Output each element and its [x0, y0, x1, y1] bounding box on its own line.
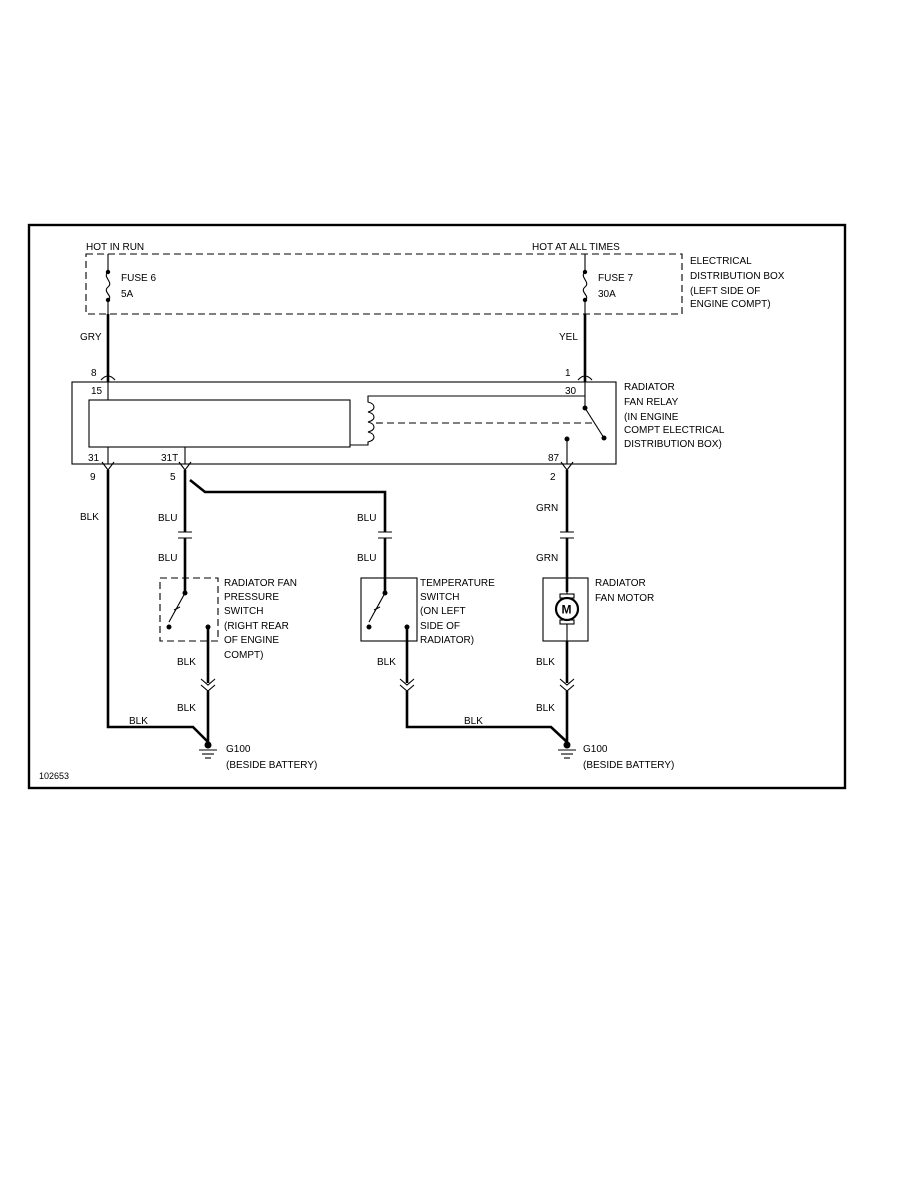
wire-blk-label-h: BLK [536, 703, 555, 714]
fuse7-symbol [582, 271, 588, 301]
relay-coil [350, 395, 585, 446]
relay-box [71, 381, 617, 465]
temperature-switch-label-5: RADIATOR) [420, 635, 474, 646]
relay-label-5: DISTRIBUTION BOX) [624, 439, 722, 450]
temperature-switch-box [360, 577, 418, 642]
pressure-switch-label-2: PRESSURE [224, 592, 279, 603]
ground-left [199, 741, 217, 759]
pressure-switch-label-5: OF ENGINE [224, 635, 279, 646]
fan-motor-box [542, 577, 589, 642]
relay-terminal-87: 87 [548, 453, 560, 464]
distribution-box-label-4: ENGINE COMPT) [690, 299, 771, 310]
pressure-switch-label-4: (RIGHT REAR [224, 621, 289, 632]
pressure-switch-box [159, 577, 219, 642]
distribution-box-label-1: ELECTRICAL [690, 256, 752, 267]
fuse6-rating: 5A [121, 289, 134, 300]
ground-right-name: G100 [583, 744, 608, 755]
temperature-switch-arm [368, 592, 386, 623]
wire-gry-label: GRY [80, 332, 102, 343]
pressure-switch-label-6: COMPT) [224, 650, 263, 661]
wire-blk-label-b: BLK [129, 716, 148, 727]
distribution-box-label-3: (LEFT SIDE OF [690, 286, 760, 297]
pin-1: 1 [565, 368, 571, 379]
ground-right [558, 741, 576, 759]
pressure-switch-label-1: RADIATOR FAN [224, 578, 297, 589]
diagram-id: 102653 [39, 771, 69, 781]
diagram-frame [27, 223, 847, 790]
fan-motor-m: M [562, 603, 572, 617]
ground-left-name: G100 [226, 744, 251, 755]
wire-blk-label-c: BLK [177, 657, 196, 668]
relay-terminal-15: 15 [91, 386, 103, 397]
wire-blk-label-g: BLK [536, 657, 555, 668]
wire-blu-label-2: BLU [158, 553, 177, 564]
hot-in-run-label: HOT IN RUN [86, 242, 144, 253]
temperature-switch-label-4: SIDE OF [420, 621, 460, 632]
wire-blk-label-e: BLK [377, 657, 396, 668]
wire-blu-label-3: BLU [357, 513, 376, 524]
wire-grn-label-2: GRN [536, 553, 558, 564]
fan-motor-label-2: FAN MOTOR [595, 593, 654, 604]
pin-8: 8 [91, 368, 97, 379]
relay-label-4: COMPT ELECTRICAL [624, 425, 725, 436]
fan-motor-label-1: RADIATOR [595, 578, 646, 589]
relay-terminal-31: 31 [88, 453, 100, 464]
relay-inner-box [88, 399, 351, 448]
wire-blk-left [106, 470, 209, 743]
relay-label-3: (IN ENGINE [624, 412, 679, 423]
wire-blk-label-f: BLK [464, 716, 483, 727]
fuse6-symbol [105, 271, 111, 301]
relay-label-2: FAN RELAY [624, 397, 679, 408]
fuse6-name: FUSE 6 [121, 273, 156, 284]
distribution-box-outline [85, 253, 683, 315]
temperature-switch-label-1: TEMPERATURE [420, 578, 495, 589]
relay-label-1: RADIATOR [624, 382, 675, 393]
hot-at-all-times-label: HOT AT ALL TIMES [532, 242, 620, 253]
ground-left-location: (BESIDE BATTERY) [226, 760, 317, 771]
temperature-switch-label-3: (ON LEFT [420, 606, 466, 617]
wire-blu-label-1: BLU [158, 513, 177, 524]
pressure-switch-arm [168, 592, 186, 623]
pin-2: 2 [550, 472, 556, 483]
wire-blk-temp [405, 691, 568, 743]
temperature-switch-label-2: SWITCH [420, 592, 459, 603]
wire-blu-branch [189, 478, 387, 532]
wire-grn-label-1: GRN [536, 503, 558, 514]
wire-blu-label-4: BLU [357, 553, 376, 564]
relay-terminal-31t: 31T [161, 453, 178, 464]
relay-terminal-30: 30 [565, 386, 577, 397]
wire-blk-label-d: BLK [177, 703, 196, 714]
pin-9: 9 [90, 472, 96, 483]
pressure-switch-label-3: SWITCH [224, 606, 263, 617]
distribution-box-label-2: DISTRIBUTION BOX [690, 271, 785, 282]
relay-switch-arm [584, 407, 605, 439]
fuse7-rating: 30A [598, 289, 616, 300]
wire-yel-label: YEL [559, 332, 578, 343]
fuse7-name: FUSE 7 [598, 273, 633, 284]
wire-blk-label-a: BLK [80, 512, 99, 523]
ground-right-location: (BESIDE BATTERY) [583, 760, 674, 771]
pin-5: 5 [170, 472, 176, 483]
